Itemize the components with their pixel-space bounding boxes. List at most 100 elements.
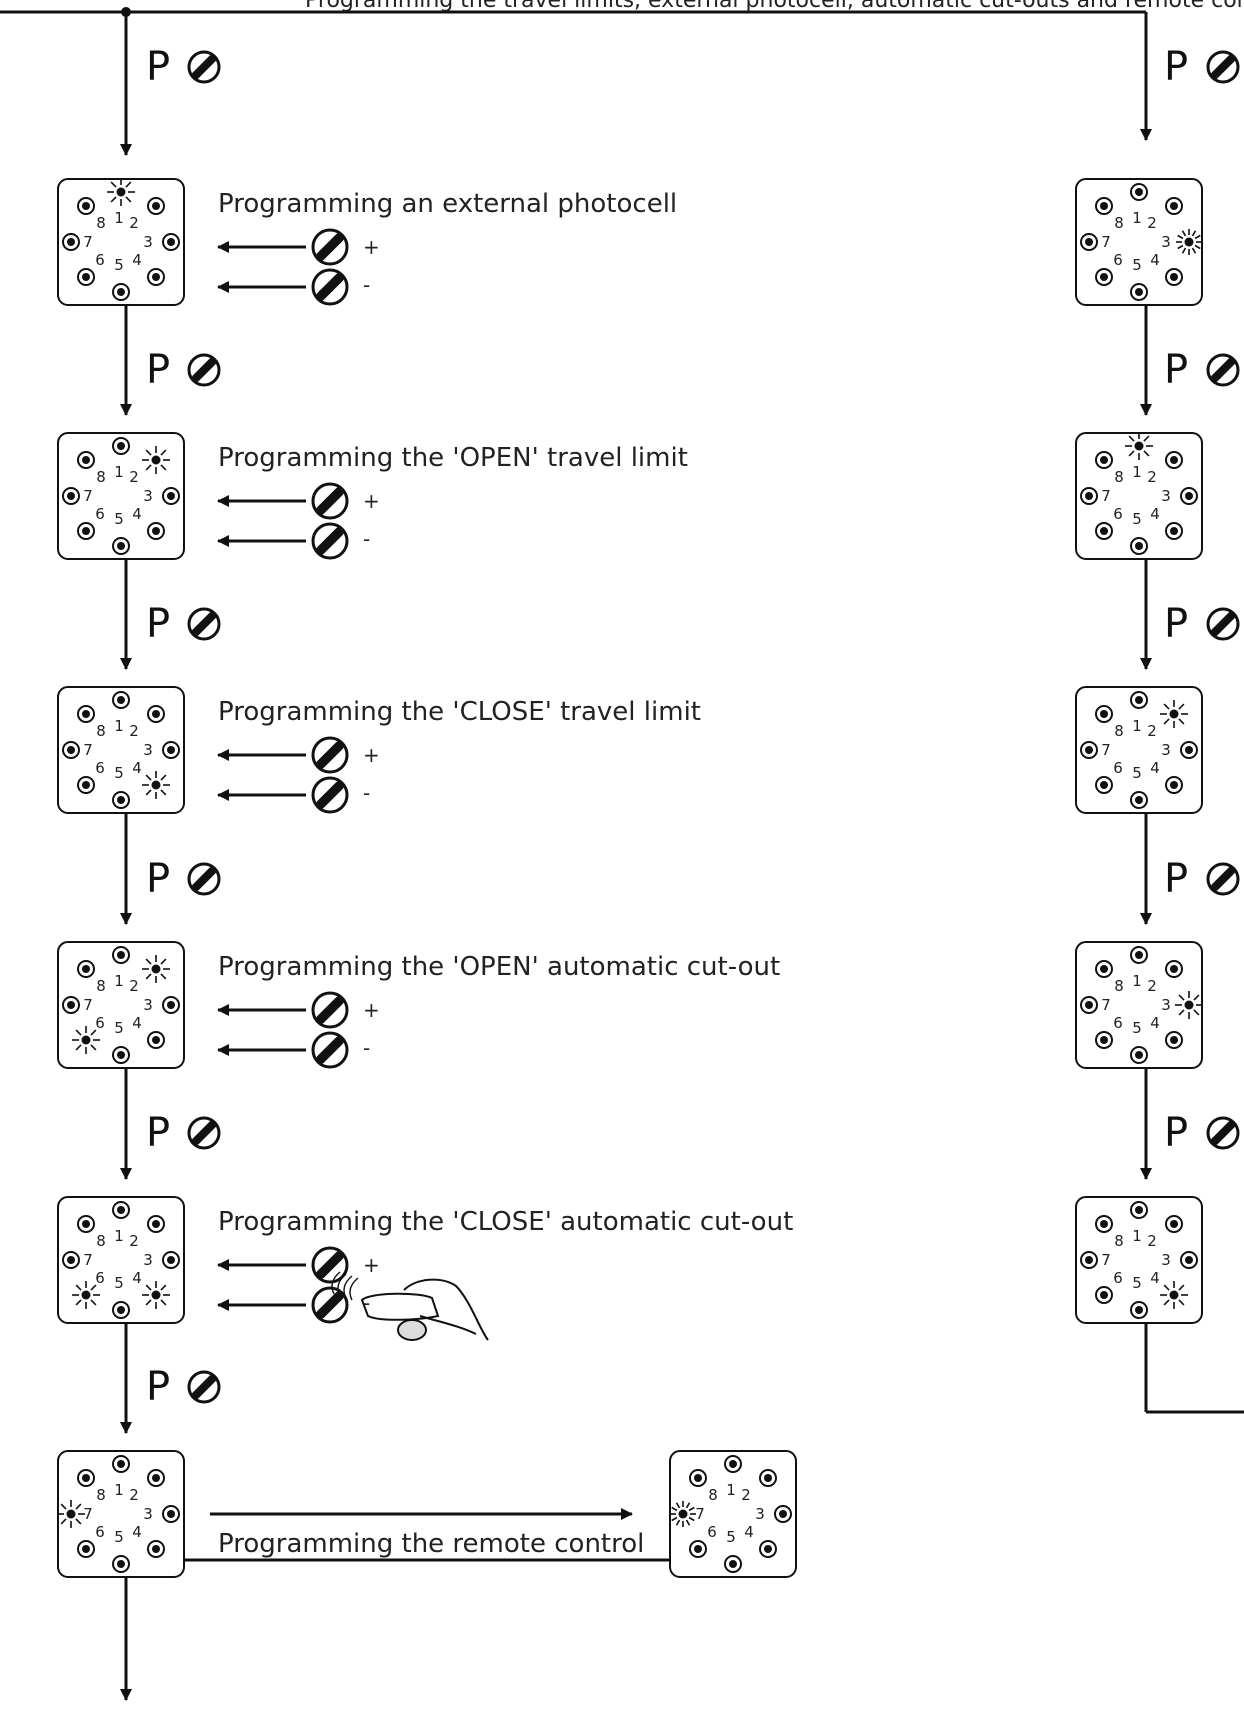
led-5 (1131, 284, 1147, 300)
led-8 (1096, 961, 1112, 977)
p-trimmer-icon (1208, 609, 1238, 639)
led-4 (1166, 523, 1182, 539)
led-1 (113, 1456, 129, 1472)
led-number-1: 1 (114, 1481, 124, 1499)
led-8 (690, 1470, 706, 1486)
led-7 (1081, 234, 1097, 250)
led-8 (78, 198, 94, 214)
led-number-2: 2 (129, 722, 139, 740)
led-7 (63, 234, 79, 250)
plus-sign: + (363, 1000, 380, 1020)
p-button-label: P (146, 350, 170, 390)
led-number-2: 2 (129, 1486, 139, 1504)
led-number-5: 5 (726, 1528, 736, 1546)
led-5 (113, 1302, 129, 1318)
led-3 (163, 1252, 179, 1268)
led-number-3: 3 (143, 1505, 153, 1523)
led-number-1: 1 (114, 1227, 124, 1245)
led-6 (78, 1541, 94, 1557)
p-trimmer-icon (189, 52, 219, 82)
led-number-6: 6 (1113, 1014, 1123, 1032)
minus-sign: - (363, 1038, 370, 1058)
led-5 (113, 284, 129, 300)
p-button-label: P (1164, 604, 1188, 644)
led-1 (113, 947, 129, 963)
led-4 (1166, 1032, 1182, 1048)
led-7 (1081, 488, 1097, 504)
led-number-1: 1 (1132, 972, 1142, 990)
led-number-8: 8 (96, 722, 106, 740)
led-number-5: 5 (1132, 1274, 1142, 1292)
led-number-4: 4 (1150, 1014, 1160, 1032)
p-button-label: P (146, 859, 170, 899)
led-8 (78, 452, 94, 468)
p-trimmer-icon (1208, 864, 1238, 894)
p-trimmer-icon (189, 864, 219, 894)
adjust-minus-trimmer-icon (313, 1288, 347, 1322)
led-number-1: 1 (1132, 717, 1142, 735)
led-number-1: 1 (726, 1481, 736, 1499)
remote-step-label: Programming the remote control (218, 1531, 644, 1557)
led-4 (760, 1541, 776, 1557)
led-number-8: 8 (1114, 468, 1124, 486)
led-number-2: 2 (741, 1486, 751, 1504)
led-number-2: 2 (1147, 214, 1157, 232)
led-number-5: 5 (1132, 256, 1142, 274)
led-number-7: 7 (83, 233, 93, 251)
led-7 (63, 1252, 79, 1268)
led-number-8: 8 (96, 1232, 106, 1250)
led-1 (113, 692, 129, 708)
led-1 (1131, 184, 1147, 200)
step-label: Programming the 'OPEN' travel limit (218, 445, 688, 471)
led-4 (148, 523, 164, 539)
led-8 (78, 1470, 94, 1486)
led-5 (113, 1047, 129, 1063)
led-number-7: 7 (83, 487, 93, 505)
led-number-6: 6 (95, 1269, 105, 1287)
led-2-blinking (142, 446, 170, 474)
led-number-2: 2 (1147, 468, 1157, 486)
led-number-8: 8 (1114, 722, 1124, 740)
led-4 (148, 1032, 164, 1048)
led-7 (63, 742, 79, 758)
led-number-4: 4 (132, 251, 142, 269)
step-label: Programming the 'CLOSE' automatic cut-ou… (218, 1209, 793, 1235)
led-5 (113, 538, 129, 554)
led-2 (148, 1216, 164, 1232)
led-number-5: 5 (1132, 1019, 1142, 1037)
minus-sign: - (363, 1293, 370, 1313)
led-3-blinking (1175, 991, 1203, 1019)
led-number-3: 3 (1161, 741, 1171, 759)
led-number-3: 3 (143, 741, 153, 759)
led-number-6: 6 (95, 1014, 105, 1032)
led-4 (148, 1541, 164, 1557)
led-6 (78, 777, 94, 793)
led-number-1: 1 (1132, 463, 1142, 481)
led-number-7: 7 (83, 1251, 93, 1269)
led-number-8: 8 (708, 1486, 718, 1504)
adjust-plus-trimmer-icon (313, 1248, 347, 1282)
led-number-2: 2 (1147, 722, 1157, 740)
led-number-6: 6 (1113, 1269, 1123, 1287)
led-4-blinking (142, 771, 170, 799)
led-number-3: 3 (1161, 1251, 1171, 1269)
led-3 (775, 1506, 791, 1522)
led-number-8: 8 (1114, 1232, 1124, 1250)
adjust-minus-trimmer-icon (313, 524, 347, 558)
led-5 (725, 1556, 741, 1572)
p-button-label: P (1164, 1113, 1188, 1153)
p-trimmer-icon (189, 1372, 219, 1402)
led-number-7: 7 (1101, 741, 1111, 759)
led-number-8: 8 (96, 1486, 106, 1504)
led-4 (1166, 269, 1182, 285)
led-4 (1166, 777, 1182, 793)
minus-sign: - (363, 275, 370, 295)
led-7 (63, 488, 79, 504)
led-8 (1096, 452, 1112, 468)
p-trimmer-icon (189, 355, 219, 385)
led-number-8: 8 (96, 468, 106, 486)
led-1 (725, 1456, 741, 1472)
